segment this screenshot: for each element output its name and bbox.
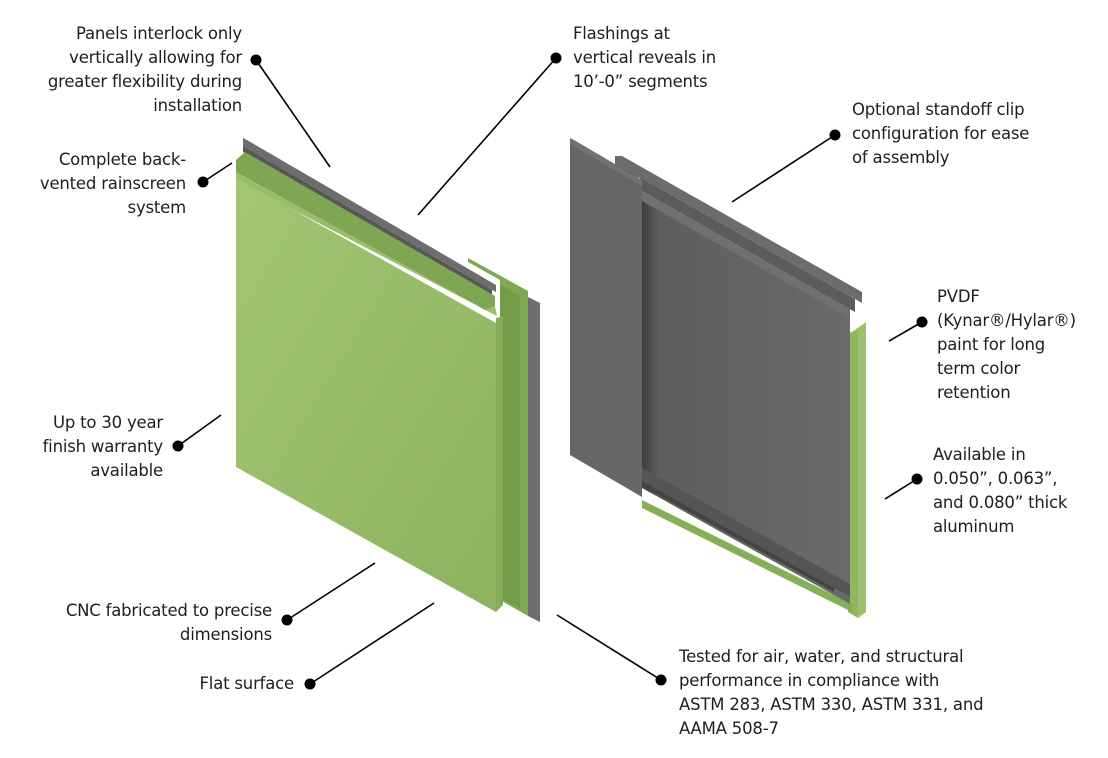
back-panel-gray [570, 138, 866, 618]
callout-pvdf: PVDF (Kynar®/Hylar®) paint for long term… [937, 287, 1076, 402]
callout-warranty: Up to 30 year finish warranty available [42, 413, 164, 480]
callout-rainscreen: Complete back- vented rainscreen system [39, 150, 186, 217]
callout-standoff: Optional standoff clip configuration for… [852, 100, 1030, 167]
leader-lines [177, 57, 923, 685]
callout-cnc: CNC fabricated to precise dimensions [65, 601, 272, 644]
callout-interlock: Panels interlock only vertically allowin… [47, 24, 242, 115]
callout-tested: Tested for air, water, and structural pe… [679, 647, 984, 738]
callout-flashings: Flashings at vertical reveals in 10’-0” … [573, 24, 717, 91]
front-panel-green [236, 138, 540, 622]
callout-thickness: Available in 0.050”, 0.063”, and 0.080” … [933, 445, 1068, 536]
leader-dots [172, 52, 928, 690]
callout-flat-surface: Flat surface [199, 674, 295, 693]
